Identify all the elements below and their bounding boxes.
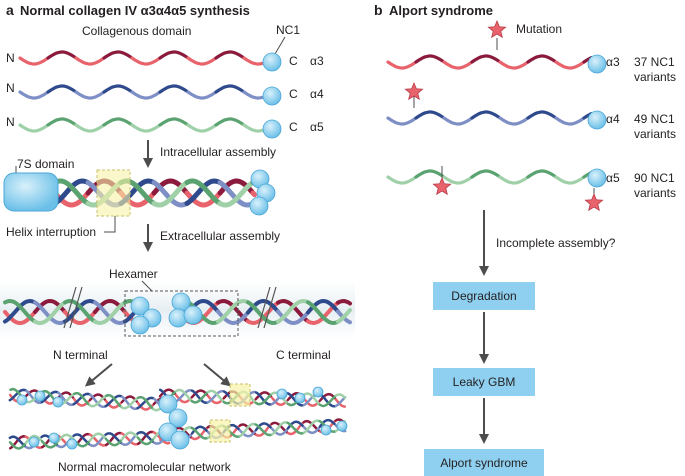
mutation-star-a3	[487, 19, 507, 50]
helix-interruption-box	[96, 169, 131, 217]
hexamer-box	[124, 290, 239, 337]
7s-domain-block	[3, 172, 59, 212]
network-nc1	[66, 438, 78, 450]
network-nc1	[320, 424, 332, 436]
nc1-label: NC1	[276, 23, 300, 37]
chain-b-a5-variants-word: variants	[634, 186, 676, 200]
chain-a5-helix	[18, 117, 264, 133]
network-junction-nc1	[168, 408, 188, 428]
c-terminal-label: C terminal	[276, 348, 331, 362]
network-nc1	[312, 386, 324, 398]
network-interruption-box	[209, 419, 231, 443]
panel-a-chains	[18, 50, 282, 139]
chain-a3-c-label: C	[289, 54, 298, 68]
arrow-network-left	[84, 363, 113, 387]
chain-b-a3-variants-count: 37 NC1	[634, 55, 675, 69]
leaky-gbm-text: Leaky GBM	[453, 375, 516, 389]
network-nc1	[336, 420, 348, 432]
panel-b-chains	[386, 54, 607, 188]
network-junction-nc1	[158, 394, 178, 414]
chain-b-a4-helix	[386, 110, 594, 126]
mutation-star-a4	[404, 81, 424, 108]
chain-a5-c-label: C	[289, 120, 298, 134]
network-nc1	[16, 394, 28, 406]
nc1-pointer	[274, 36, 286, 55]
network-strand-a5	[8, 430, 171, 450]
chain-a3-n-label: N	[6, 51, 15, 65]
chain-a5-label: α5	[310, 120, 324, 134]
degradation-box	[433, 282, 535, 310]
chain-b-a5-label: α5	[606, 171, 620, 185]
nc1-domain-b-a5	[587, 168, 607, 188]
nc1-domain-a5	[262, 119, 282, 139]
network-interruption-box	[229, 383, 251, 407]
triple-helix	[52, 178, 257, 208]
7s-domain-label: 7S domain	[17, 157, 74, 171]
nc1-domain-a3	[262, 52, 282, 72]
degradation-text: Degradation	[451, 289, 516, 303]
alport-syndrome-text: Alport syndrome	[440, 456, 528, 470]
nc1-domain-b-a3	[587, 54, 607, 74]
panel-a-title: Normal collagen IV α3α4α5 synthesis	[20, 3, 250, 18]
chain-a4-label: α4	[310, 87, 324, 101]
extracellular-label: Extracellular assembly	[160, 229, 280, 243]
n-terminal-label: N terminal	[53, 348, 108, 362]
arrow-network-right	[203, 363, 232, 387]
panel-b-letter: b	[374, 2, 383, 18]
leaky-gbm-box	[433, 368, 535, 396]
intracellular-label: Intracellular assembly	[160, 145, 276, 159]
network-nc1	[34, 390, 46, 402]
nc1-domain-a4	[262, 86, 282, 106]
chain-b-a5-helix	[386, 169, 594, 185]
hexamer-helices	[3, 298, 352, 326]
chain-b-a5-variants-count: 90 NC1	[634, 171, 675, 185]
mutation-star-a5-end	[584, 188, 604, 212]
nc1-trimer	[249, 169, 276, 216]
macromolecular-network	[8, 383, 348, 450]
collagenous-domain-label: Collagenous domain	[82, 24, 191, 38]
network-junction-nc1	[170, 430, 190, 450]
incomplete-assembly-label: Incomplete assembly?	[496, 236, 616, 250]
alport-syndrome-box	[424, 449, 544, 476]
hexamer-break-marks	[63, 286, 277, 329]
hexamer-left-a5	[3, 298, 136, 326]
hexamer-pointer	[141, 280, 153, 292]
network-nc1	[52, 396, 64, 408]
helix-interruption-label: Helix interruption	[6, 225, 96, 239]
network-nc1	[276, 388, 288, 400]
chain-a3-helix	[18, 50, 264, 66]
chain-b-a4-label: α4	[606, 112, 620, 126]
network-strand-a4	[8, 430, 171, 450]
chain-a5-n-label: N	[6, 115, 15, 129]
hexamer-nc1-left	[130, 296, 162, 335]
network-nc1	[28, 436, 40, 448]
chain-a4-n-label: N	[6, 81, 15, 95]
hexamer-label: Hexamer	[109, 267, 158, 281]
chain-a4-helix	[18, 84, 264, 100]
chain-a4-c-label: C	[289, 87, 298, 101]
mutation-star-a5-mid	[432, 166, 452, 196]
hexamer-nc1-right	[168, 292, 203, 328]
chain-b-a4-variants-count: 49 NC1	[634, 112, 675, 126]
chain-b-a3-variants-word: variants	[634, 70, 676, 84]
panel-a-letter: a	[6, 2, 14, 18]
mutation-label: Mutation	[516, 22, 562, 36]
panel-b-title: Alport syndrome	[389, 3, 493, 18]
helix-interruption-pointer	[104, 216, 116, 233]
chain-b-a3-helix	[386, 54, 594, 70]
network-label: Normal macromolecular network	[58, 460, 232, 474]
chain-b-a3-label: α3	[606, 55, 620, 69]
chain-a3-label: α3	[310, 54, 324, 68]
nc1-domain-b-a4	[587, 110, 607, 130]
network-strand	[8, 387, 171, 413]
network-nc1	[48, 432, 60, 444]
network-nc1	[294, 392, 306, 404]
chain-b-a4-variants-word: variants	[634, 127, 676, 141]
